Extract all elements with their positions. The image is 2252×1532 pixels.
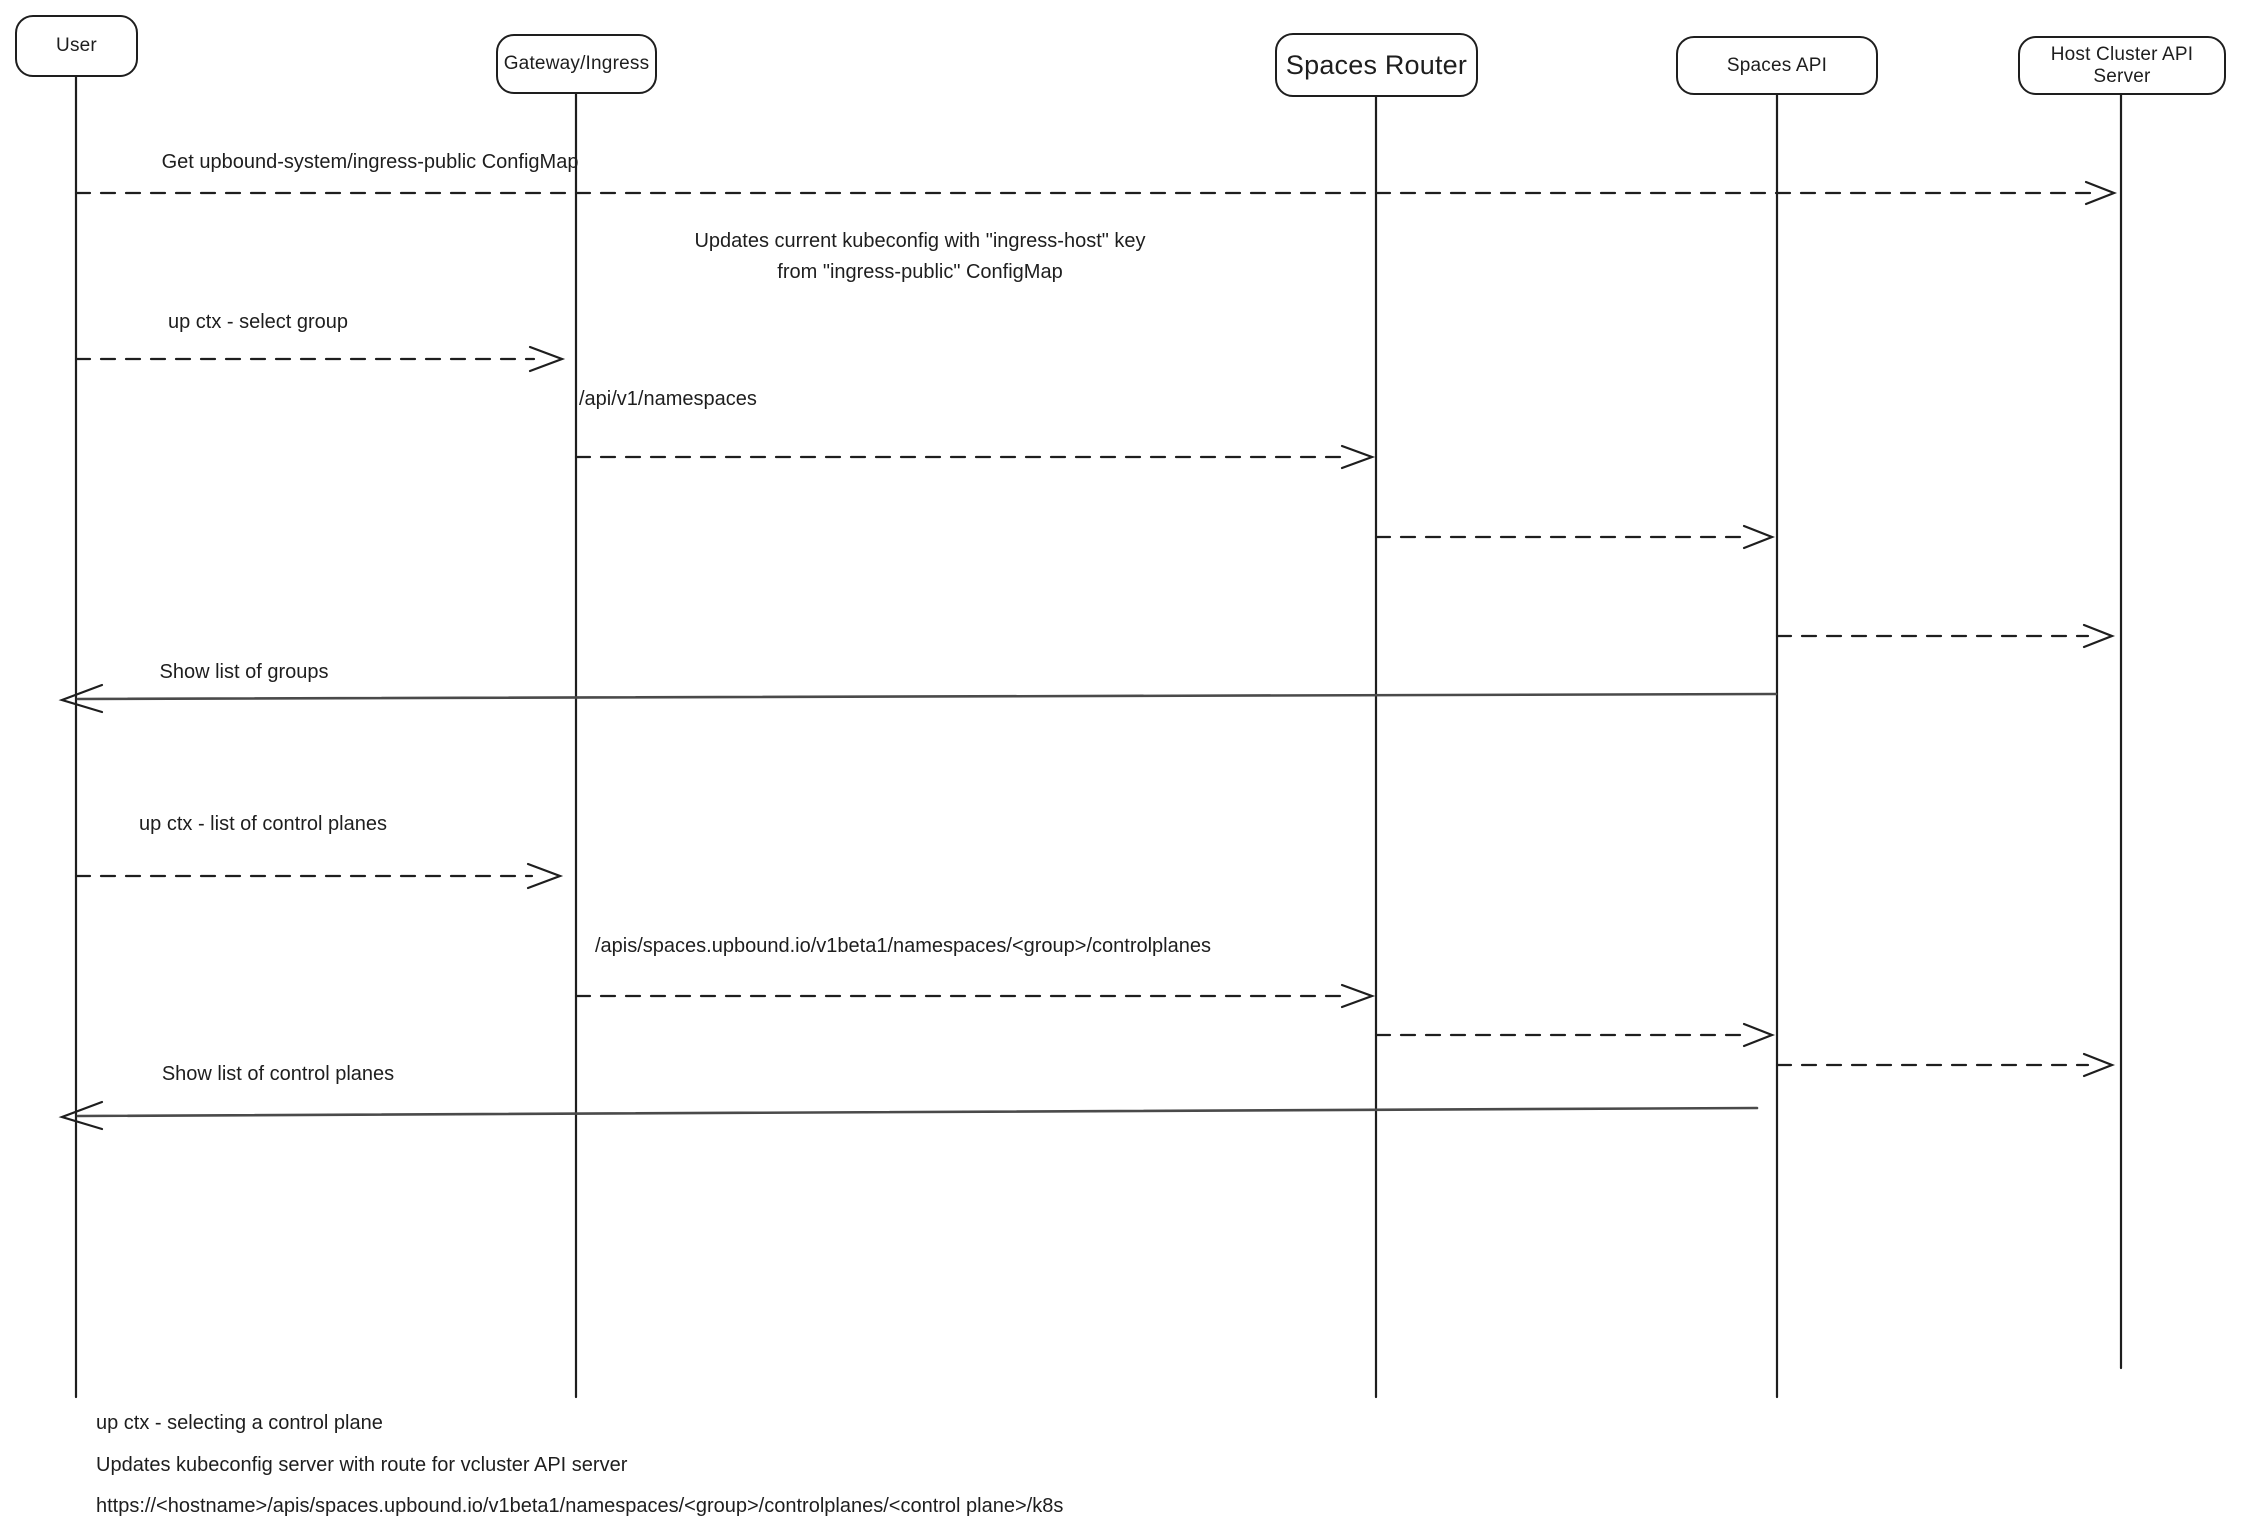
message-arrow-show-control-planes	[58, 1100, 1759, 1131]
actor-label-user: User	[56, 35, 97, 56]
actor-label-spaces-router: Spaces Router	[1285, 49, 1468, 80]
message-arrow-list-control-planes	[74, 862, 564, 890]
message-arrow-select-group	[74, 345, 566, 373]
actor-label-gateway-ingress: Gateway/Ingress	[503, 53, 650, 74]
message-arrow-api-to-host-1	[1775, 623, 2116, 649]
note-kubeconfig-update: Updates current kubeconfig with "ingress…	[694, 230, 1146, 283]
message-arrow-apis-spaces-controlplanes	[574, 983, 1376, 1009]
footer-note-selecting-control-plane: up ctx - selecting a control plane	[96, 1412, 383, 1434]
actor-label-spaces-api: Spaces API	[1726, 54, 1828, 76]
actor-box-user: User	[15, 15, 138, 77]
message-arrow-api-to-host-2	[1775, 1052, 2116, 1078]
actor-box-host-cluster-api-server: Host Cluster API Server	[2018, 36, 2226, 95]
actor-box-spaces-api: Spaces API	[1676, 36, 1878, 95]
footer-note-vcluster-url: https://<hostname>/apis/spaces.upbound.i…	[96, 1495, 1064, 1517]
message-arrow-show-groups	[58, 683, 1778, 714]
message-label-get-configmap: Get upbound-system/ingress-public Config…	[161, 151, 579, 173]
message-label-show-groups: Show list of groups	[159, 661, 329, 683]
actor-box-spaces-router: Spaces Router	[1275, 33, 1478, 97]
message-arrow-get-configmap	[74, 180, 2118, 206]
actor-box-gateway-ingress: Gateway/Ingress	[496, 34, 657, 94]
message-arrow-api-v1-namespaces	[574, 444, 1376, 470]
message-label-apis-spaces-controlplanes: /apis/spaces.upbound.io/v1beta1/namespac…	[595, 935, 1211, 957]
footer-note-updates-kubeconfig: Updates kubeconfig server with route for…	[96, 1454, 628, 1476]
message-arrow-router-to-api-2	[1374, 1022, 1776, 1048]
message-label-select-group: up ctx - select group	[167, 311, 349, 333]
message-arrow-router-to-api-1	[1374, 524, 1776, 550]
message-label-api-v1-namespaces: /api/v1/namespaces	[579, 388, 757, 410]
actor-label-host-cluster-api-server: Host Cluster API Server	[2050, 43, 2194, 87]
message-label-show-control-planes: Show list of control planes	[161, 1063, 395, 1085]
message-label-list-control-planes: up ctx - list of control planes	[139, 813, 387, 835]
